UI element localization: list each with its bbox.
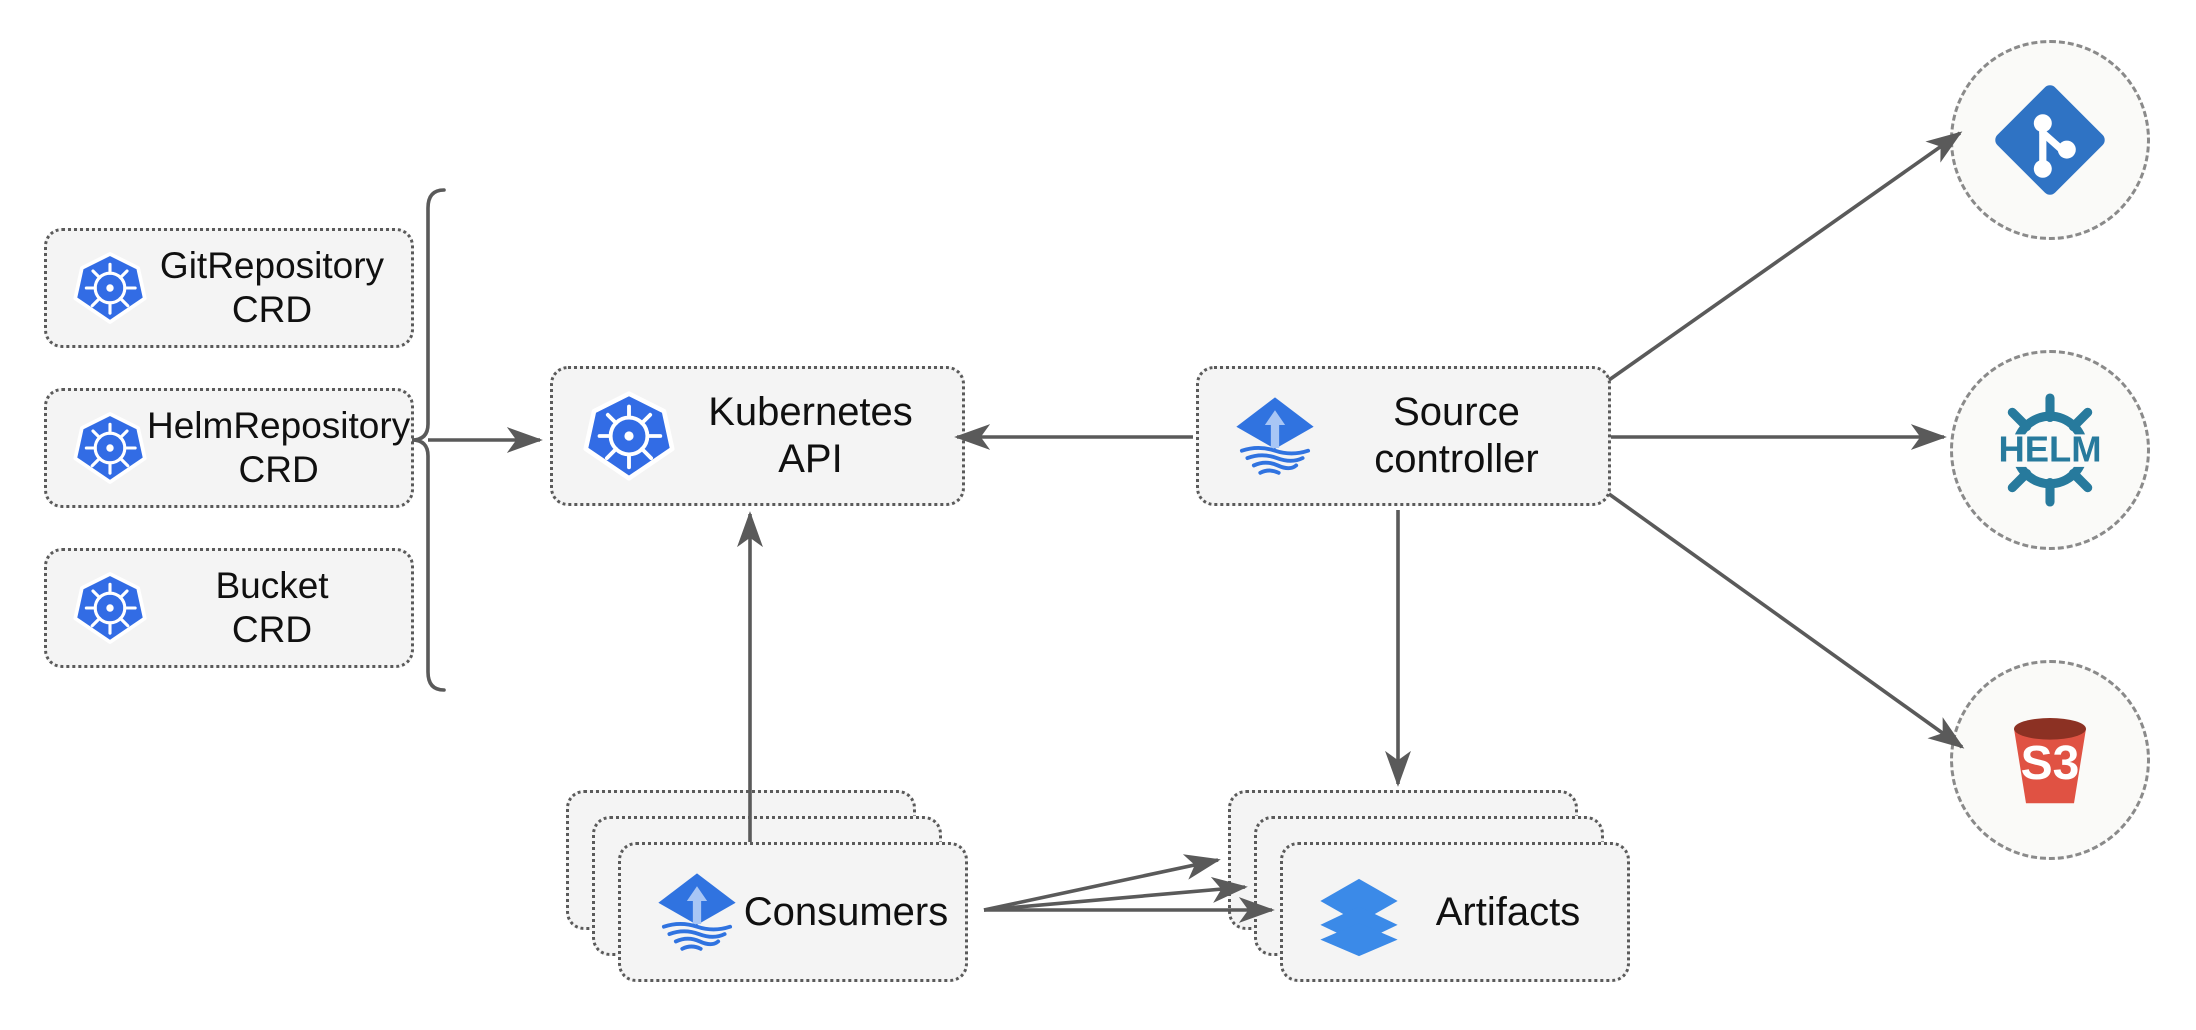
consumers-front-card[interactable]: Consumers (618, 842, 968, 982)
kubernetes-icon (73, 251, 147, 325)
edge-consumers-to-artifacts-1 (983, 854, 1221, 912)
node-consumers[interactable]: Consumers (566, 790, 986, 990)
node-label: GitRepository CRD (159, 245, 385, 330)
kubernetes-icon (73, 411, 147, 485)
s3-label: S3 (2021, 737, 2080, 790)
source-s3-circle[interactable]: S3 (1950, 660, 2150, 860)
node-label: Source controller (1374, 389, 1539, 481)
edge-crds-bracket (411, 188, 446, 692)
source-git-circle[interactable] (1950, 40, 2150, 240)
node-gitrepository-crd[interactable]: GitRepository CRD (44, 228, 414, 348)
node-source-controller[interactable]: Source controller (1196, 366, 1611, 506)
node-label: Kubernetes API (708, 389, 913, 481)
node-label: Consumers (743, 889, 949, 934)
edge-consumers-to-artifacts-2 (983, 876, 1248, 912)
edge-source-controller-to-git (1607, 131, 1963, 382)
node-artifacts[interactable]: Artifacts (1228, 790, 1648, 990)
flux-icon (1229, 390, 1321, 482)
flux-icon (651, 866, 743, 958)
node-label: HelmRepository CRD (147, 405, 411, 490)
node-label: Artifacts (1435, 889, 1581, 934)
artifacts-front-card[interactable]: Artifacts (1280, 842, 1630, 982)
node-label: Bucket CRD (215, 565, 329, 650)
node-helmrepository-crd[interactable]: HelmRepository CRD (44, 388, 414, 508)
helm-icon: HELM (1985, 385, 2115, 515)
edge-source-controller-to-s3 (1607, 492, 1965, 749)
kubernetes-icon (583, 390, 675, 482)
kubernetes-icon (73, 571, 147, 645)
helm-label: HELM (1998, 429, 2101, 470)
s3-bucket-icon: S3 (1990, 700, 2110, 820)
node-kubernetes-api[interactable]: Kubernetes API (550, 366, 965, 506)
node-bucket-crd[interactable]: Bucket CRD (44, 548, 414, 668)
git-icon (1990, 80, 2110, 200)
layers-icon (1313, 866, 1405, 958)
source-helm-circle[interactable]: HELM (1950, 350, 2150, 550)
